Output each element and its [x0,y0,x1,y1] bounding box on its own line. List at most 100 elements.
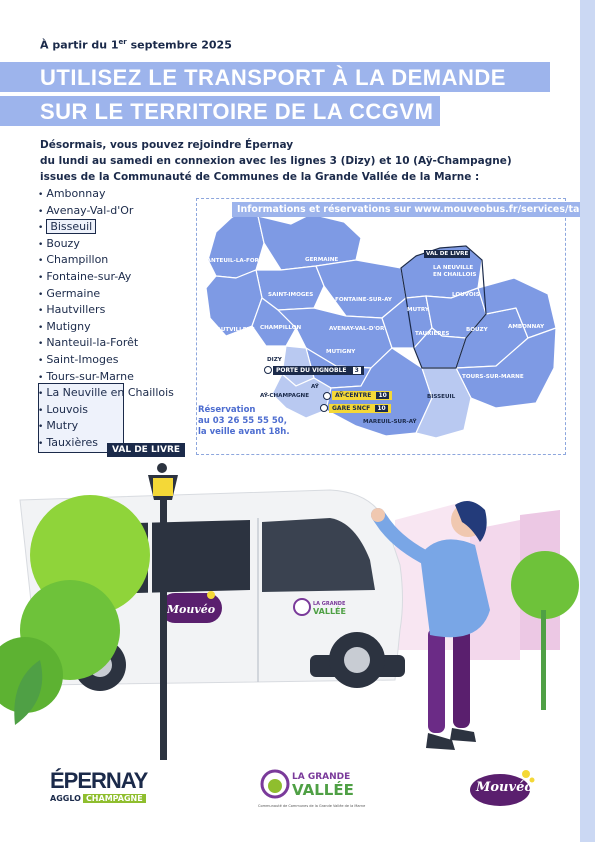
bus-brand-text: Mouvéo [166,603,215,616]
commune-name: Germaine [46,286,101,300]
bullet-icon: • [38,289,44,300]
bullet-icon: • [38,372,44,383]
bullet-icon: • [38,306,44,317]
val-de-livre-tag: VAL DE LIVRE [107,443,186,457]
commune-item: •Bouzy [38,236,198,253]
woman-leg-left [428,628,445,733]
map-label-avenay: AVENAY-VAL-D'OR [329,326,385,332]
left-tree-leaf [14,660,43,725]
map-label-mutigny: MUTIGNY [326,349,356,355]
commune-item: •Bisseuil [38,219,198,236]
map-label-bouzy: BOUZY [466,327,488,333]
map-label-tours: TOURS-SUR-MARNE [462,374,524,380]
map-label-en-chaillois: EN CHAILLOIS [433,272,477,278]
commune-list: •Ambonnay•Avenay-Val-d'Or•Bisseuil•Bouzy… [38,186,198,452]
commune-name: Tours-sur-Marne [46,369,134,383]
val-de-livre-outline [400,245,487,369]
start-date: À partir du 1er septembre 2025 [40,38,232,52]
map-label-val-de-livre-badge: VAL DE LIVRE [424,250,471,258]
bus-badge-top: LA GRANDE [313,601,346,607]
bus-illustration: Mouvéo LA GRANDE VALLÉE [0,463,579,760]
map-label-ay-champagne: AŸ-CHAMPAGNE [260,393,310,399]
commune-item: •Mutry [38,418,198,435]
commune-name: Nanteuil-la-Forêt [46,336,139,350]
map-label-la-neuville: LA NEUVILLE [433,265,474,271]
val-de-livre-group-box [38,383,124,453]
bus-windshield [262,518,375,592]
map-label-mutry: MUTRY [407,307,429,313]
map-label-germaine: GERMAINE [305,257,339,263]
commune-item: •Mutigny [38,319,198,336]
title-band-1: UTILISEZ LE TRANSPORT À LA DEMANDE [0,62,550,92]
commune-item: •Nanteuil-la-Forêt [38,335,198,352]
commune-item: •Avenay-Val-d'Or [38,203,198,220]
commune-item: •Louvois [38,402,198,419]
bullet-icon: • [38,438,44,449]
commune-name: Ambonnay [46,187,106,200]
map-label-bisseuil: BISSEUIL [427,394,456,400]
title-line-1: UTILISEZ LE TRANSPORT À LA DEMANDE [40,65,506,90]
stop-ay-centre: AŸ-CENTRE 10 [332,391,392,400]
stop-dot-ay-centre [323,392,331,400]
commune-name: Mutigny [46,319,91,333]
info-banner: Informations et réservations sur www.mou… [232,202,580,217]
commune-item: •Germaine [38,286,198,303]
stop-porte-du-vignoble: PORTE DU VIGNOBLE 3 [273,366,364,375]
commune-item: •Hautvillers [38,302,198,319]
map-area-bisseuil [415,367,472,439]
bullet-icon: • [38,355,44,366]
map-label-ambonnay: AMBONNAY [508,324,545,330]
map-label-champillon: CHAMPILLON [260,325,302,331]
commune-name: La Neuville en Chaillois [46,386,174,400]
map-label-dizy: DIZY [267,357,282,363]
commune-item: •Tours-sur-Marne [38,369,198,386]
woman-hair [455,501,487,542]
woman-torso [420,539,490,638]
street-lamp-post [160,495,167,760]
map-area-germaine [257,213,362,271]
commune-item: •Ambonnay [38,186,198,203]
bullet-icon: • [38,405,44,416]
commune-item: •Saint-Imoges [38,352,198,369]
map-area-nanteuil [207,207,265,279]
map-label-fontaine: FONTAINE-SUR-AY [335,297,392,303]
commune-name: Saint-Imoges [46,352,119,366]
bullet-icon: • [38,322,44,333]
reservation-info: Réservation au 03 26 55 55 50, la veille… [198,405,290,437]
commune-name: Avenay-Val-d'Or [46,203,134,217]
intro-text: Désormais, vous pouvez rejoindre Épernay… [40,139,512,183]
map-label-mareuil: MAREUIL-SUR-AŸ [363,419,417,425]
map-label-ay: AŸ [311,384,319,390]
bullet-icon: • [38,190,44,200]
bullet-icon: • [38,206,44,217]
bus-brand-badge [160,593,222,623]
bullet-icon: • [38,422,44,433]
map-label-tauxieres: TAUXIÈRES [415,331,450,337]
commune-name: Bouzy [46,236,80,250]
map-label-louvois: LOUVOIS [452,292,480,298]
commune-name: Fontaine-sur-Ay [46,269,132,283]
woman-leg-right [453,628,470,728]
bullet-icon: • [38,223,44,234]
commune-item: •Champillon [38,252,198,269]
title-band-2: SUR LE TERRITOIRE DE LA CCGVM [0,96,440,126]
commune-item: •La Neuville en Chaillois [38,385,198,402]
mouveo-logo: Mouvéo [468,766,538,810]
map-area-tours [455,327,557,409]
map-label-saint-imoges: SAINT-IMOGES [268,292,314,298]
commune-item: •Fontaine-sur-Ay [38,269,198,286]
stop-dot-gare-sncf [320,404,328,412]
commune-name: Mutry [46,419,79,433]
flyer-page: À partir du 1er septembre 2025 UTILISEZ … [0,0,580,842]
page-edge [580,0,595,842]
right-bush [511,551,579,619]
commune-item: •Tauxières [38,435,198,452]
grande-vallee-logo: LA GRANDE VALLÉE Communauté de Communes … [258,768,368,810]
bus-badge-bottom: VALLÉE [313,605,346,616]
bullet-icon: • [38,272,44,283]
bullet-icon: • [38,389,44,400]
bg-building-1 [470,520,520,660]
map-label-nanteuil: NANTEUIL-LA-FORÊT [202,258,267,264]
commune-name: Champillon [46,253,109,267]
